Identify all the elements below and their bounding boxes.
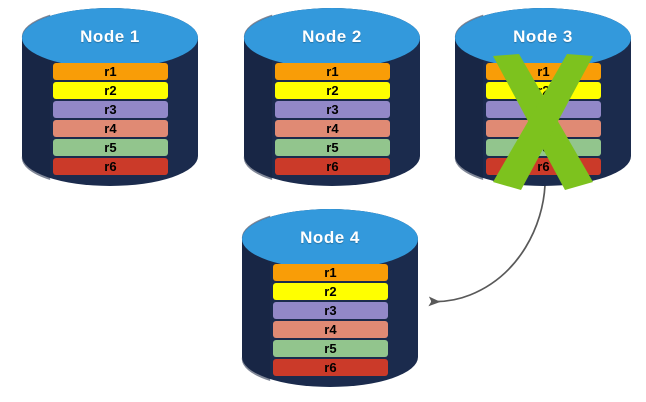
node-row-list: r1 r2 r3 r4 r5 r6 bbox=[272, 264, 389, 376]
row-bar-r3[interactable]: r3 bbox=[52, 101, 169, 118]
row-bar-label: r5 bbox=[324, 341, 337, 356]
row-bar-r5[interactable]: r5 bbox=[485, 139, 602, 156]
row-bar-r1[interactable]: r1 bbox=[274, 63, 391, 80]
row-bar-label: r1 bbox=[537, 64, 550, 79]
node-row-list: r1 r2 r3 r4 r5 r6 bbox=[52, 63, 169, 175]
row-bar-label: r3 bbox=[326, 102, 339, 117]
row-bar-label: r4 bbox=[326, 121, 339, 136]
row-bar-label: r2 bbox=[326, 83, 339, 98]
row-bar-r4[interactable]: r4 bbox=[52, 120, 169, 137]
row-bar-r2[interactable]: r2 bbox=[485, 82, 602, 99]
row-bar-r4[interactable]: r4 bbox=[274, 120, 391, 137]
row-bar-label: r1 bbox=[104, 64, 117, 79]
row-bar-r5[interactable]: r5 bbox=[272, 340, 389, 357]
row-bar-label: r5 bbox=[326, 140, 339, 155]
row-bar-r5[interactable]: r5 bbox=[274, 139, 391, 156]
cylinder-top-ellipse bbox=[242, 209, 418, 269]
row-bar-r4[interactable]: r4 bbox=[272, 321, 389, 338]
row-bar-label: r3 bbox=[104, 102, 117, 117]
row-bar-label: r6 bbox=[326, 159, 339, 174]
row-bar-label: r6 bbox=[324, 360, 337, 375]
row-bar-label: r6 bbox=[537, 159, 550, 174]
row-bar-label: r1 bbox=[326, 64, 339, 79]
row-bar-label: r6 bbox=[104, 159, 117, 174]
row-bar-r6[interactable]: r6 bbox=[272, 359, 389, 376]
row-bar-r4[interactable]: r4 bbox=[485, 120, 602, 137]
cylinder-top-ellipse bbox=[455, 8, 631, 68]
row-bar-r3[interactable]: r3 bbox=[485, 101, 602, 118]
row-bar-label: r4 bbox=[104, 121, 117, 136]
row-bar-r3[interactable]: r3 bbox=[272, 302, 389, 319]
cylinder-top-ellipse bbox=[244, 8, 420, 68]
node-row-list: r1 r2 r3 r4 r5 r6 bbox=[274, 63, 391, 175]
row-bar-r2[interactable]: r2 bbox=[52, 82, 169, 99]
row-bar-r1[interactable]: r1 bbox=[52, 63, 169, 80]
row-bar-label: r2 bbox=[104, 83, 117, 98]
row-bar-r2[interactable]: r2 bbox=[272, 283, 389, 300]
row-bar-r2[interactable]: r2 bbox=[274, 82, 391, 99]
row-bar-r6[interactable]: r6 bbox=[485, 158, 602, 175]
row-bar-r3[interactable]: r3 bbox=[274, 101, 391, 118]
cylinder-top-ellipse bbox=[22, 8, 198, 68]
row-bar-r6[interactable]: r6 bbox=[274, 158, 391, 175]
row-bar-label: r1 bbox=[324, 265, 337, 280]
row-bar-r6[interactable]: r6 bbox=[52, 158, 169, 175]
row-bar-label: r2 bbox=[537, 83, 550, 98]
row-bar-label: r2 bbox=[324, 284, 337, 299]
transfer-arrow-path bbox=[428, 184, 546, 307]
row-bar-label: r3 bbox=[537, 102, 550, 117]
row-bar-label: r5 bbox=[104, 140, 117, 155]
row-bar-label: r5 bbox=[537, 140, 550, 155]
row-bar-r1[interactable]: r1 bbox=[272, 264, 389, 281]
row-bar-label: r4 bbox=[537, 121, 550, 136]
row-bar-label: r3 bbox=[324, 303, 337, 318]
node-row-list: r1 r2 r3 r4 r5 r6 bbox=[485, 63, 602, 175]
row-bar-r5[interactable]: r5 bbox=[52, 139, 169, 156]
row-bar-label: r4 bbox=[324, 322, 337, 337]
row-bar-r1[interactable]: r1 bbox=[485, 63, 602, 80]
